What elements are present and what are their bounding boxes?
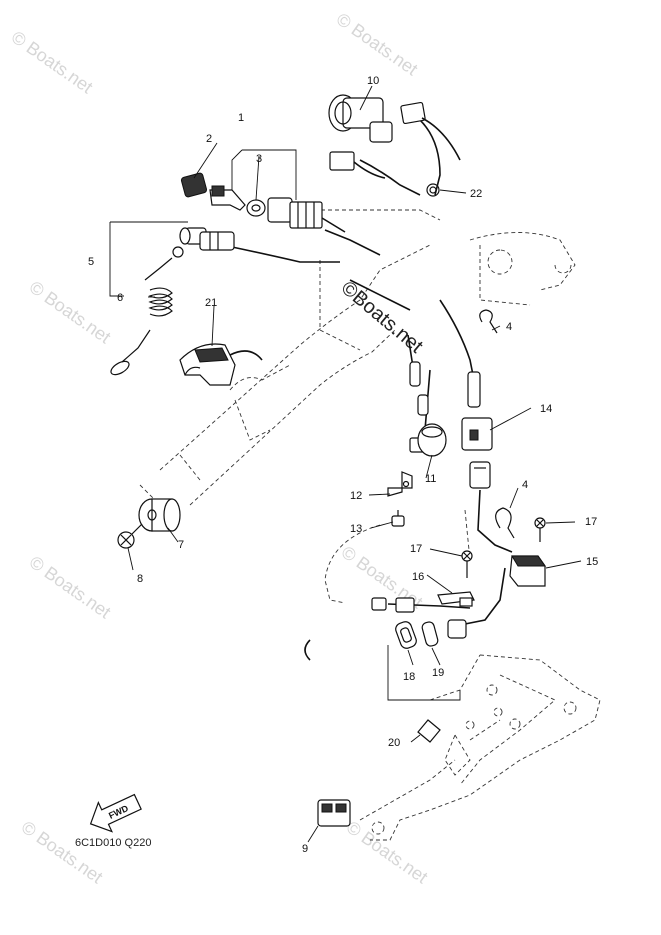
callout-4: 4 bbox=[506, 321, 512, 333]
protector-plate bbox=[417, 719, 441, 743]
grip-end-cap bbox=[138, 498, 181, 532]
callout-17: 17 bbox=[410, 543, 422, 555]
inline-connectors bbox=[371, 597, 467, 639]
tiller-grip-cover bbox=[179, 343, 236, 386]
small-connector-top-right bbox=[400, 101, 461, 161]
diagram-code: 6C1D010 Q220 bbox=[75, 837, 151, 849]
watermark: © Boats.net bbox=[26, 552, 115, 622]
grommet-19 bbox=[421, 621, 439, 647]
callout-1: 1 bbox=[238, 112, 244, 124]
callout-11: 11 bbox=[425, 473, 436, 485]
callout-8: 8 bbox=[137, 573, 143, 585]
callout-22: 22 bbox=[470, 188, 482, 200]
bracket-bolt bbox=[391, 510, 405, 527]
tapping-screw-15 bbox=[534, 517, 546, 542]
callouts: 1 2 3 4 4 5 6 7 8 9 10 11 12 13 14 15 16… bbox=[88, 75, 598, 855]
watermarks: © Boats.net © Boats.net © Boats.net © Bo… bbox=[8, 9, 432, 887]
callout-15: 15 bbox=[586, 556, 598, 568]
mounting-bracket bbox=[387, 471, 413, 497]
center-watermark: ©Boats.net bbox=[337, 277, 428, 358]
lanyard-cord bbox=[110, 246, 184, 376]
wire-clamp bbox=[426, 183, 440, 197]
junction-box bbox=[509, 555, 546, 587]
main-switch-assembly bbox=[180, 172, 346, 233]
watermark: © Boats.net bbox=[18, 817, 107, 887]
relay-sensor bbox=[409, 361, 447, 457]
watermark: © Boats.net bbox=[343, 817, 432, 887]
callout-13: 13 bbox=[350, 523, 362, 535]
callout-18: 18 bbox=[403, 671, 415, 683]
callout-2: 2 bbox=[206, 133, 212, 145]
grommet-18 bbox=[395, 621, 417, 649]
fwd-arrow-icon: FWD bbox=[89, 793, 142, 833]
callout-10: 10 bbox=[367, 75, 379, 87]
callout-19: 19 bbox=[432, 667, 444, 679]
wire-clip-upper bbox=[479, 309, 498, 334]
watermark: © Boats.net bbox=[8, 27, 97, 97]
callout-4: 4 bbox=[522, 479, 528, 491]
main-harness-connector bbox=[328, 94, 393, 143]
callout-7: 7 bbox=[178, 539, 184, 551]
callout-12: 12 bbox=[350, 490, 362, 502]
watermark: © Boats.net bbox=[26, 277, 115, 347]
callout-14: 14 bbox=[540, 403, 552, 415]
harness-coupler bbox=[461, 371, 493, 489]
tapping-screw-16 bbox=[461, 550, 473, 578]
callout-17: 17 bbox=[585, 516, 597, 528]
callout-5: 5 bbox=[88, 256, 94, 268]
callout-6: 6 bbox=[117, 292, 123, 304]
stop-switch-assembly bbox=[179, 227, 235, 251]
watermark: © Boats.net bbox=[333, 9, 422, 79]
callout-3: 3 bbox=[256, 153, 262, 165]
small-connector-mid bbox=[329, 151, 386, 179]
group-brackets bbox=[109, 149, 461, 701]
grip-screw bbox=[117, 523, 143, 549]
tiller-handle-outline bbox=[139, 209, 576, 604]
shift-connector bbox=[317, 799, 351, 827]
wire-harness bbox=[229, 119, 513, 661]
callout-20: 20 bbox=[388, 737, 400, 749]
cable-holder bbox=[437, 591, 475, 607]
callout-21: 21 bbox=[205, 297, 217, 309]
callout-9: 9 bbox=[302, 843, 308, 855]
callout-16: 16 bbox=[412, 571, 424, 583]
wire-clip-lower bbox=[495, 507, 515, 539]
leader-lines bbox=[127, 85, 582, 843]
